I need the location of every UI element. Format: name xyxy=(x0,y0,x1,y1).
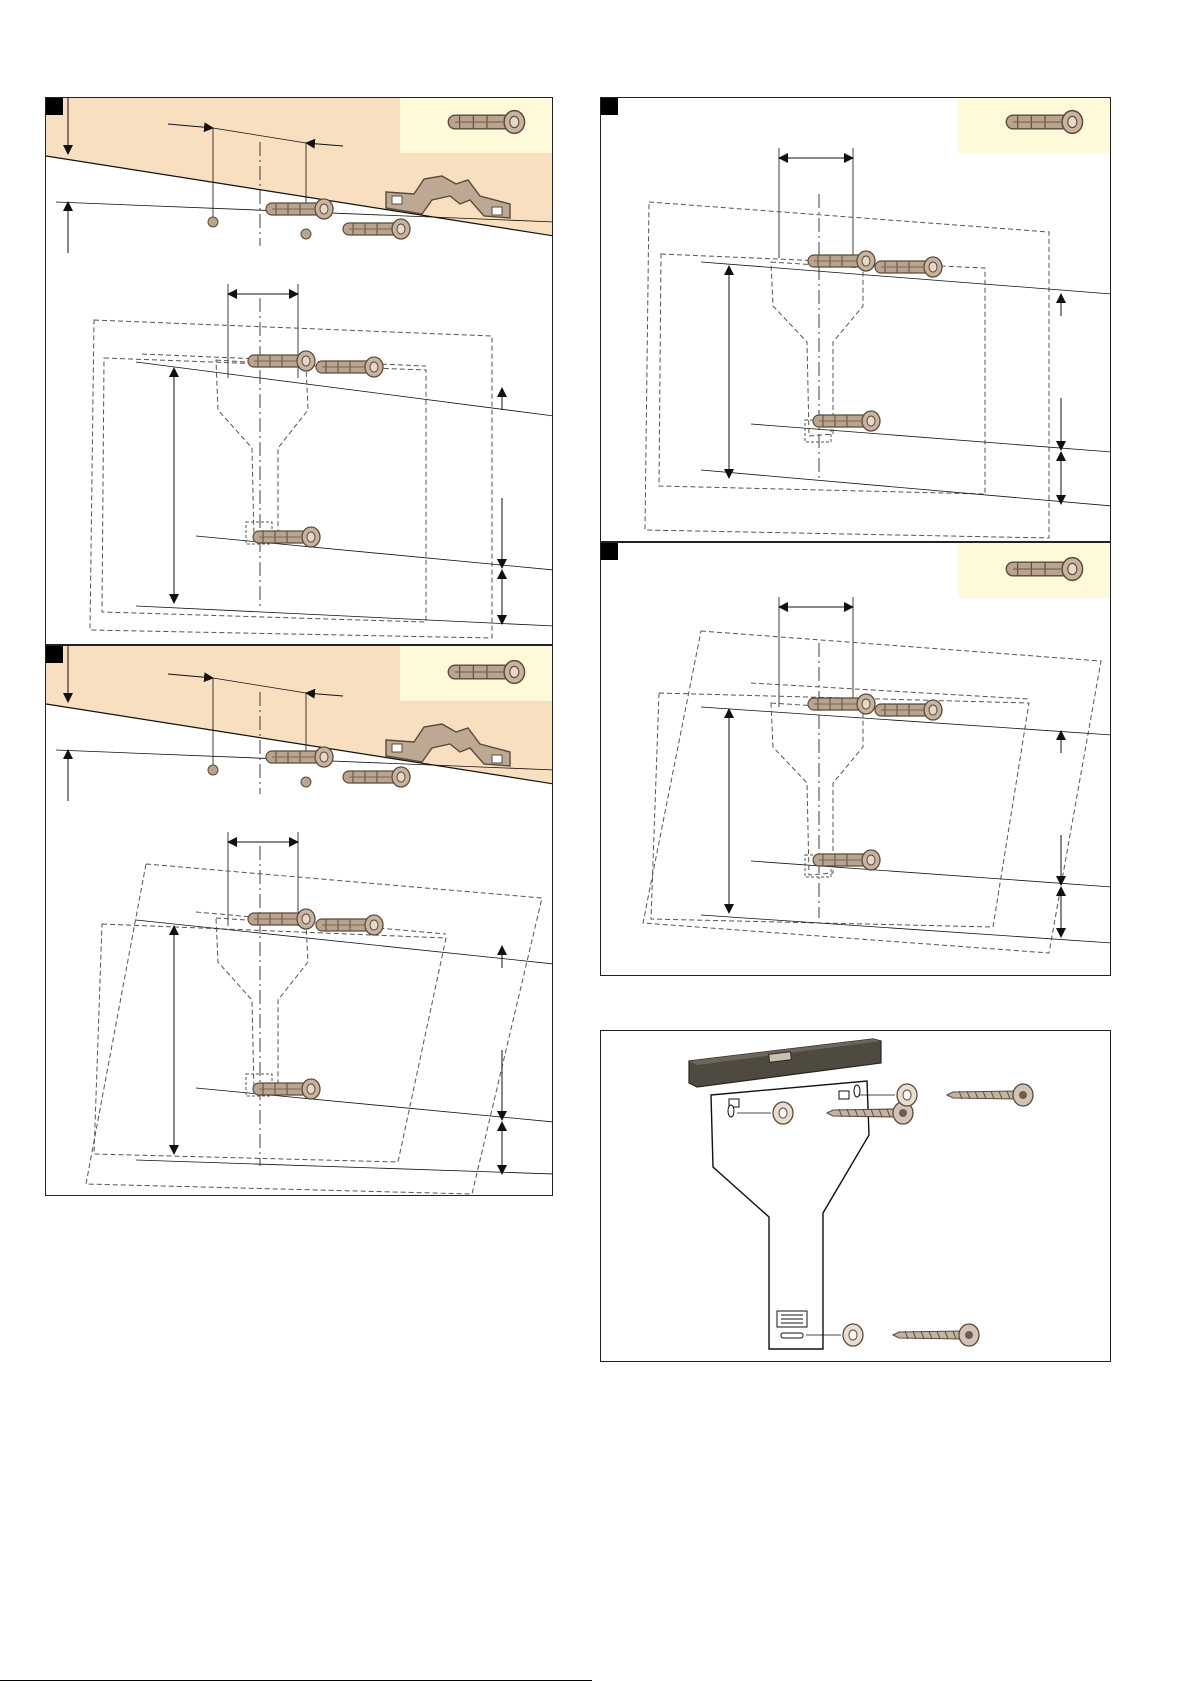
washer-icon xyxy=(843,1324,863,1346)
mounting-plate-illustration xyxy=(601,1031,1111,1362)
washer-icon xyxy=(773,1102,793,1124)
washer-icon xyxy=(897,1084,917,1106)
wall-marking-illustration-angled xyxy=(46,646,553,1196)
diagram-panel-upper-left xyxy=(45,97,553,645)
drilling-template-illustration-angled xyxy=(601,543,1111,976)
diagram-panel-mounting-plate xyxy=(600,1030,1111,1362)
footer-rule xyxy=(0,1680,592,1681)
diagram-panel-upper-right xyxy=(600,97,1111,542)
spirit-level-icon xyxy=(689,1039,881,1087)
screw-icon xyxy=(893,1324,979,1346)
drilling-template-illustration xyxy=(601,98,1111,542)
screw-icon xyxy=(947,1084,1033,1106)
step-marker xyxy=(46,646,63,663)
step-marker xyxy=(601,98,618,115)
diagram-panel-lower-right xyxy=(600,542,1111,976)
wall-marking-illustration xyxy=(46,98,553,645)
step-marker xyxy=(46,98,63,115)
diagram-panel-lower-left xyxy=(45,645,553,1196)
step-marker xyxy=(601,543,618,560)
